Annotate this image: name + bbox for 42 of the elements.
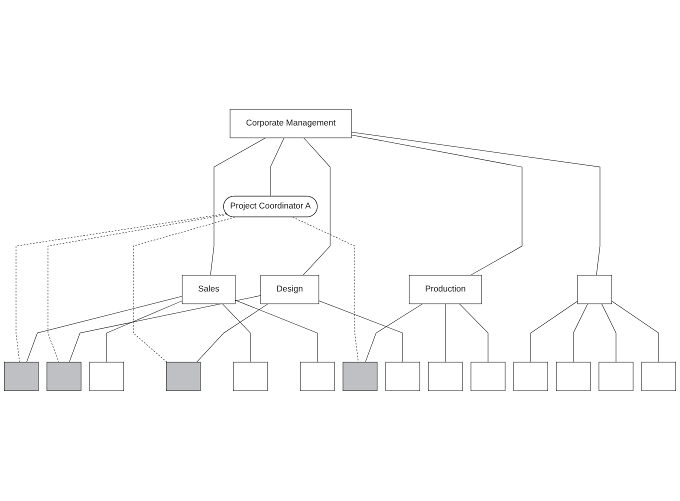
connector — [302, 138, 330, 276]
connector — [459, 304, 488, 363]
connector — [573, 304, 588, 363]
node-box: Sales — [182, 275, 236, 305]
connector — [196, 304, 268, 363]
connector — [318, 300, 403, 363]
node-box — [556, 362, 591, 392]
node-box — [470, 362, 506, 392]
connector — [445, 304, 446, 363]
connector — [292, 217, 359, 363]
connector — [16, 214, 227, 363]
connector — [210, 138, 266, 276]
node-box — [233, 362, 268, 392]
connector — [351, 132, 600, 276]
connector — [365, 304, 423, 363]
connector — [26, 296, 182, 363]
connector — [270, 138, 284, 198]
connector — [601, 304, 616, 363]
node-box — [577, 275, 612, 305]
connector — [530, 301, 578, 363]
connector — [69, 296, 261, 363]
node-box — [46, 362, 82, 392]
node-box — [4, 362, 39, 392]
node-box: Corporate Management — [230, 109, 352, 139]
connector — [351, 135, 522, 276]
node-box: Design — [260, 275, 320, 305]
node-box — [428, 362, 463, 392]
node-box — [300, 362, 335, 392]
node-box: Production — [408, 275, 482, 305]
node-box — [598, 362, 634, 392]
connector — [106, 301, 182, 363]
connector — [234, 300, 318, 363]
connector — [222, 304, 251, 363]
node-box — [166, 362, 201, 392]
connector — [48, 214, 228, 363]
node-box — [641, 362, 676, 392]
connector — [612, 301, 659, 363]
node-box — [385, 362, 420, 392]
node-box — [89, 362, 124, 392]
node-box — [513, 362, 548, 392]
node-box — [342, 362, 378, 392]
connector — [133, 217, 236, 363]
